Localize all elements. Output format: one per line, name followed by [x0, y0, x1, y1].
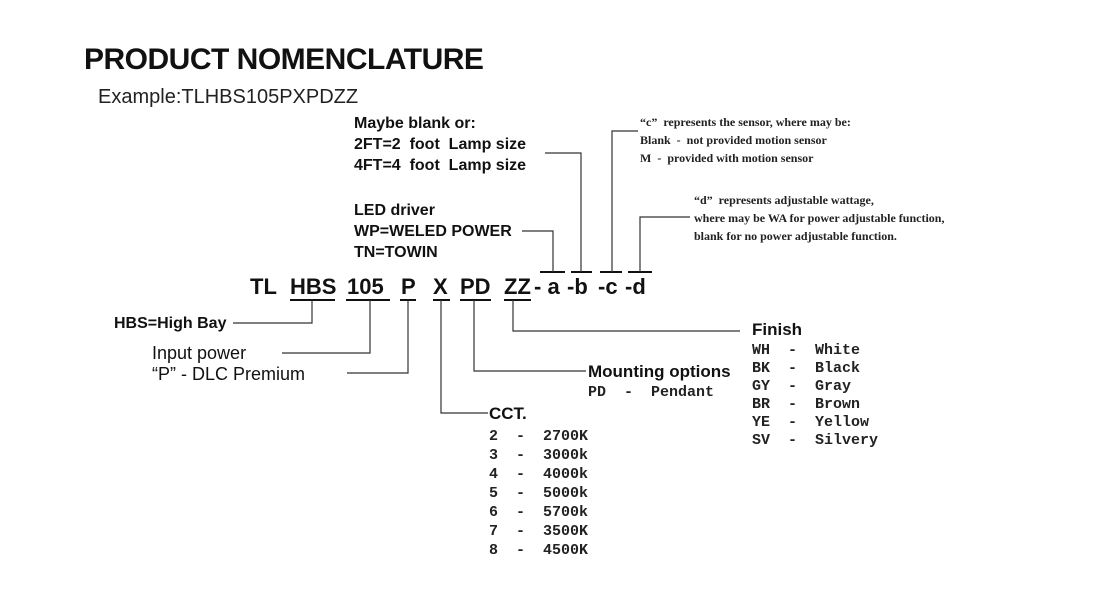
- finish-item: YE - Yellow: [752, 414, 870, 431]
- wattage-line2: where may be WA for power adjustable fun…: [694, 211, 945, 225]
- code-tl: TL: [250, 274, 277, 299]
- finish-item: GY - Gray: [752, 378, 852, 395]
- finish-item: WH - White: [752, 342, 861, 359]
- code-zz: ZZ: [504, 274, 531, 299]
- led-driver-line1: LED driver: [354, 202, 435, 219]
- line-finish: [512, 300, 740, 332]
- cct-title: CCT.: [489, 404, 527, 423]
- line-wattage: [639, 216, 690, 272]
- cct-item: 4 - 4000k: [489, 466, 589, 483]
- line-input-power: [282, 300, 371, 354]
- lamp-size-line2: 2FT=2 foot Lamp size: [354, 136, 527, 153]
- cct-item: 7 - 3500K: [489, 523, 589, 540]
- led-driver-line2: WP=WELED POWER: [354, 223, 512, 240]
- line-cct: [440, 300, 488, 414]
- wattage-line3: blank for no power adjustable function.: [694, 229, 897, 243]
- code-b: -b: [567, 274, 588, 299]
- line-sensor: [611, 130, 638, 272]
- line-led-driver: [522, 230, 554, 272]
- cct-item: 3 - 3000k: [489, 447, 589, 464]
- example-code: Example:TLHBS105PXPDZZ: [98, 86, 359, 108]
- line-dlc: [347, 300, 409, 374]
- page-title: PRODUCT NOMENCLATURE: [84, 43, 484, 76]
- mounting-title: Mounting options: [588, 362, 731, 381]
- finish-item: BK - Black: [752, 360, 861, 377]
- code-d: -d: [625, 274, 646, 299]
- sensor-line1: “c” represents the sensor, where may be:: [640, 115, 851, 129]
- cct-item: 5 - 5000k: [489, 485, 589, 502]
- input-power-label: Input power: [152, 343, 247, 363]
- dlc-premium-label: “P” - DLC Premium: [152, 364, 306, 384]
- cct-item: 2 - 2700K: [489, 428, 589, 445]
- code-c: -c: [598, 274, 618, 299]
- code-hbs: HBS: [290, 274, 337, 299]
- code-105: 105: [347, 274, 384, 299]
- cct-item: 6 - 5700k: [489, 504, 589, 521]
- sensor-line3: M - provided with motion sensor: [640, 151, 814, 165]
- code-a: - a: [534, 274, 560, 299]
- line-mounting: [473, 300, 586, 372]
- finish-item: BR - Brown: [752, 396, 861, 413]
- finish-item: SV - Silvery: [752, 432, 879, 449]
- line-lamp-size: [545, 152, 582, 272]
- sensor-line2: Blank - not provided motion sensor: [640, 133, 827, 147]
- line-hbs: [233, 300, 313, 324]
- finish-title: Finish: [752, 320, 803, 339]
- lamp-size-line3: 4FT=4 foot Lamp size: [354, 157, 527, 174]
- lamp-size-line1: Maybe blank or:: [354, 115, 476, 132]
- hbs-label: HBS=High Bay: [114, 315, 227, 332]
- code-p: P: [401, 274, 416, 299]
- mounting-item-pendant: PD - Pendant: [588, 384, 715, 401]
- cct-item: 8 - 4500K: [489, 542, 589, 559]
- led-driver-line3: TN=TOWIN: [354, 244, 438, 261]
- code-x: X: [433, 274, 448, 299]
- code-pd: PD: [460, 274, 491, 299]
- wattage-line1: “d” represents adjustable wattage,: [694, 193, 874, 207]
